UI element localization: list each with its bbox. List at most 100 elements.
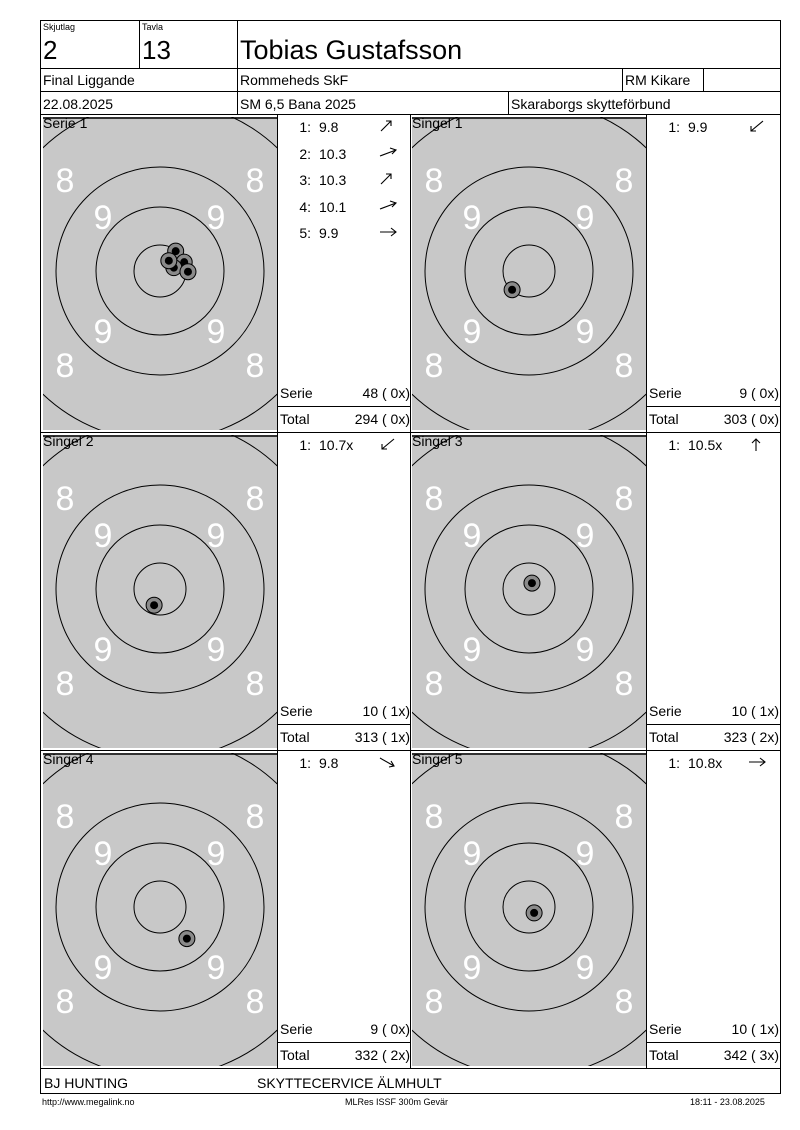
panel-title: Singel 2	[43, 433, 94, 449]
ring-number: 8	[425, 480, 444, 518]
shot-index: 1:	[668, 755, 680, 771]
ring-number: 8	[56, 665, 75, 703]
shot-hole	[178, 930, 196, 948]
ring-number: 9	[576, 517, 595, 555]
shot-row: 2: 10.3	[295, 146, 410, 162]
organizer-name: Skaraborgs skytteförbund	[511, 96, 671, 112]
target-ring	[133, 562, 187, 616]
shot-row: 1:9.8	[295, 119, 410, 135]
ring-number: 8	[615, 798, 634, 836]
header-vdiv-3	[622, 68, 623, 91]
shot-hole	[523, 574, 541, 592]
ring-number: 8	[56, 798, 75, 836]
target-ring	[502, 880, 556, 934]
direction-arrow-icon	[379, 755, 401, 774]
shot-index: 1:	[299, 437, 311, 453]
ring-number: 9	[94, 313, 113, 351]
col-divider-1	[277, 114, 278, 1068]
ring-number: 8	[425, 347, 444, 385]
total-label: Total	[280, 729, 310, 745]
shot-row: 1:9.8	[295, 755, 410, 771]
ring-number: 9	[576, 631, 595, 669]
ring-number: 8	[615, 162, 634, 200]
ring-number: 9	[463, 835, 482, 873]
shot-value: 9.8	[319, 755, 339, 771]
shot-value: 10.3	[319, 172, 347, 188]
total-score: 303 ( 0x)	[723, 411, 779, 427]
serie-score: 9 ( 0x)	[739, 385, 779, 401]
shot-index: 2:	[299, 145, 311, 162]
shot-row: 1:9.9	[664, 119, 779, 135]
shot-row: 5:9.9	[295, 225, 410, 241]
club-name: Rommeheds SkF	[240, 72, 349, 88]
shooter-name: Tobias Gustafsson	[240, 35, 463, 65]
shot-hole	[160, 252, 178, 270]
shot-index: 1:	[299, 119, 311, 135]
target-ring	[412, 117, 646, 430]
ring-number: 8	[615, 347, 634, 385]
footer-url[interactable]: http://www.megalink.no	[42, 1097, 135, 1107]
class-name: Final Liggande	[43, 72, 135, 88]
sum-line	[277, 724, 411, 725]
shot-value: 10.8x	[688, 755, 723, 771]
ring-number: 8	[246, 480, 265, 518]
ring-number: 9	[94, 949, 113, 987]
row-divider-3	[40, 1068, 781, 1069]
sight-type: RM Kikare	[625, 72, 691, 88]
footer-bottom-border	[40, 1093, 781, 1094]
ring-number: 8	[425, 798, 444, 836]
ring-number: 8	[56, 480, 75, 518]
direction-arrow-icon	[379, 199, 401, 218]
ring-number: 9	[463, 949, 482, 987]
target-ring	[133, 880, 187, 934]
footer-timestamp: 18:11 - 23.08.2025	[690, 1097, 765, 1107]
ring-number: 9	[94, 631, 113, 669]
target-ring	[464, 524, 594, 654]
shot-value: 10.3	[319, 145, 347, 162]
ring-number: 9	[207, 199, 226, 237]
shot-hole	[179, 263, 197, 281]
sum-line	[277, 1042, 411, 1043]
ring-number: 8	[425, 665, 444, 703]
header-divider-1	[40, 68, 781, 69]
total-score: 332 ( 2x)	[354, 1047, 410, 1063]
competition-date: 22.08.2025	[43, 96, 114, 112]
target-ring	[55, 166, 265, 376]
ring-number: 9	[576, 313, 595, 351]
ring-number: 8	[615, 665, 634, 703]
col-divider-3	[646, 114, 647, 1068]
direction-arrow-icon	[379, 119, 401, 138]
target-ring	[43, 435, 277, 748]
serie-score: 9 ( 0x)	[370, 1021, 410, 1037]
ring-number: 9	[207, 835, 226, 873]
shot-row: 3: 10.3	[295, 172, 410, 188]
total-label: Total	[280, 411, 310, 427]
header-vdiv-1	[139, 20, 140, 68]
ring-number: 9	[576, 949, 595, 987]
total-label: Total	[649, 1047, 679, 1063]
shot-index: 3:	[299, 172, 311, 188]
total-label: Total	[649, 411, 679, 427]
header-vdiv-5	[508, 91, 509, 114]
serie-score: 48 ( 0x)	[362, 385, 410, 401]
shot-value: 9.9	[319, 225, 339, 241]
panel-title: Singel 3	[412, 433, 463, 449]
total-score: 342 ( 3x)	[723, 1047, 779, 1063]
target-ring	[502, 244, 556, 298]
serie-label: Serie	[280, 703, 313, 719]
header-divider-2	[40, 91, 781, 92]
ring-number: 8	[56, 162, 75, 200]
target-ring	[95, 842, 225, 972]
ring-number: 8	[246, 983, 265, 1021]
target-ring	[412, 435, 646, 748]
total-score: 313 ( 1x)	[354, 729, 410, 745]
shot-value: 10.5x	[688, 437, 723, 453]
